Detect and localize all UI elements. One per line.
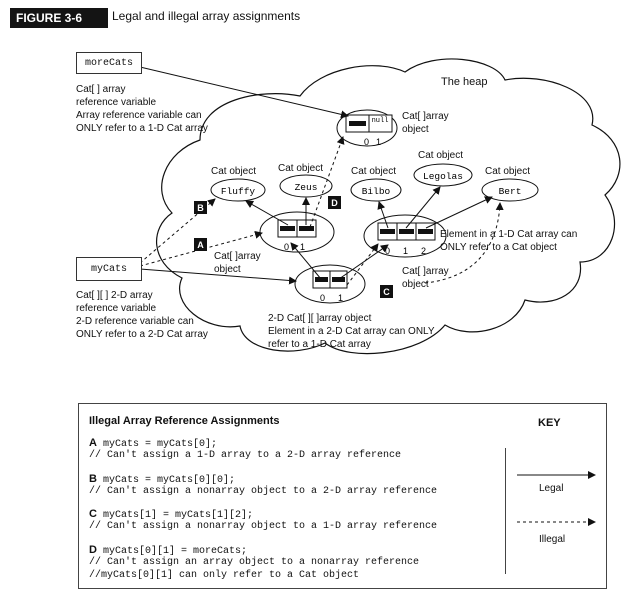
cat-object-label-bilbo: Cat object xyxy=(351,166,397,177)
item-d-comment-1: // Can't assign an array object to a non… xyxy=(89,557,420,568)
mycats-desc-4: ONLY refer to a 2-D Cat array xyxy=(76,329,208,340)
key-arrows xyxy=(517,471,596,526)
item-d-letter: D xyxy=(89,544,97,556)
array-2d-index-0: 0 xyxy=(320,293,325,303)
array-a-label-1: Cat[ ]array xyxy=(214,251,261,262)
mycats-desc-2: reference variable xyxy=(76,303,157,314)
array-b-index-1: 1 xyxy=(403,246,408,256)
null-array-index-1: 1 xyxy=(376,137,381,147)
array-a-index-1: 1 xyxy=(300,242,305,252)
cat-object-label-legolas: Cat object xyxy=(418,150,464,161)
key-legal-label: Legal xyxy=(539,483,564,494)
figure-label: FIGURE 3-6 xyxy=(10,8,108,28)
item-b-code: B myCats = myCats[0][0]; xyxy=(89,473,235,487)
panel-title: Illegal Array Reference Assignments xyxy=(89,415,280,427)
item-a-code: A myCats = myCats[0]; xyxy=(89,437,217,451)
cat-oval-fluffy xyxy=(210,178,266,202)
cat-name-bilbo: Bilbo xyxy=(362,186,391,197)
item-b-statement: myCats = myCats[0][0]; xyxy=(102,475,235,486)
heap-label: The heap xyxy=(441,76,488,88)
mycats-desc-3: 2-D reference variable can xyxy=(76,316,194,327)
morecats-desc-2: reference variable xyxy=(76,97,157,108)
cat-oval-bilbo xyxy=(350,178,402,202)
item-c-letter: C xyxy=(89,508,97,520)
marker-d: D xyxy=(331,198,338,208)
item-b-letter: B xyxy=(89,473,97,485)
mycats-desc-1: Cat[ ][ ] 2-D array xyxy=(76,290,153,301)
cat-oval-legolas xyxy=(413,163,473,187)
illegal-assignments-panel: Illegal Array Reference Assignments KEY … xyxy=(78,403,607,589)
morecats-variable-box: moreCats xyxy=(76,52,142,74)
item-c-statement: myCats[1] = myCats[1][2]; xyxy=(102,510,253,521)
marker-c: C xyxy=(383,287,390,297)
array-b-label-1: Element in a 1-D Cat array can xyxy=(440,229,578,240)
item-d-statement: myCats[0][1] = moreCats; xyxy=(102,546,247,557)
morecats-variable-name: moreCats xyxy=(84,57,133,69)
marker-b: B xyxy=(197,203,204,213)
morecats-desc-3: Array reference variable can xyxy=(76,110,202,121)
array-a-index-0: 0 xyxy=(284,242,289,252)
null-cell-text: null xyxy=(372,117,389,125)
array-2d-label-1: 2-D Cat[ ][ ]array object xyxy=(268,313,372,324)
array-c-label-2: object xyxy=(402,279,429,290)
item-d-code: D myCats[0][1] = moreCats; xyxy=(89,544,247,558)
null-array-index-0: 0 xyxy=(364,137,369,147)
key-illegal-label: Illegal xyxy=(539,534,566,545)
array-b-label-2: ONLY refer to a Cat object xyxy=(440,242,557,253)
morecats-desc-4: ONLY refer to a 1-D Cat array xyxy=(76,123,208,134)
item-a-comment: // Can't assign a 1-D array to a 2-D arr… xyxy=(89,450,402,461)
cat-name-bert: Bert xyxy=(499,186,522,197)
array-b-index-2: 2 xyxy=(421,246,426,256)
item-d-comment-2: //myCats[0][1] can only refer to a Cat o… xyxy=(89,570,360,581)
cat-object-label-fluffy: Cat object xyxy=(211,166,257,177)
cat-object-label-bert: Cat object xyxy=(485,166,531,177)
array-b-index-0: 0 xyxy=(385,246,390,256)
mycats-variable-box: myCats xyxy=(76,257,142,281)
cat-object-label-zeus: Cat object xyxy=(278,163,324,174)
cat-name-zeus: Zeus xyxy=(295,182,318,193)
heap-diagram: 0 1 0 1 0 1 2 0 1 A B C D Fluffy Zeus Bi… xyxy=(139,58,621,355)
item-a-letter: A xyxy=(89,437,97,449)
item-a-statement: myCats = myCats[0]; xyxy=(102,439,217,450)
item-b-comment: // Can't assign a nonarray object to a 2… xyxy=(89,486,438,497)
cat-name-fluffy: Fluffy xyxy=(221,186,256,197)
cat-oval-bert xyxy=(481,178,539,202)
heap-cloud xyxy=(156,58,621,355)
morecats-desc-1: Cat[ ] array xyxy=(76,84,126,95)
null-array-label-2: object xyxy=(402,124,429,135)
null-array-label-1: Cat[ ]array xyxy=(402,111,449,122)
array-c-label-1: Cat[ ]array xyxy=(402,266,449,277)
array-2d-label-3: refer to a 1-D Cat array xyxy=(268,339,371,350)
mycats-variable-name: myCats xyxy=(90,263,127,275)
item-c-code: C myCats[1] = myCats[1][2]; xyxy=(89,508,253,522)
marker-a: A xyxy=(197,240,204,250)
figure-title: Legal and illegal array assignments xyxy=(112,9,301,23)
array-2d-label-2: Element in a 2-D Cat array can ONLY xyxy=(268,326,435,337)
array-a-label-2: object xyxy=(214,264,241,275)
key-title: KEY xyxy=(538,417,561,429)
array-2d-index-1: 1 xyxy=(338,293,343,303)
key-separator xyxy=(505,448,506,574)
item-c-comment: // Can't assign a nonarray object to a 1… xyxy=(89,521,438,532)
cat-name-legolas: Legolas xyxy=(423,171,463,182)
